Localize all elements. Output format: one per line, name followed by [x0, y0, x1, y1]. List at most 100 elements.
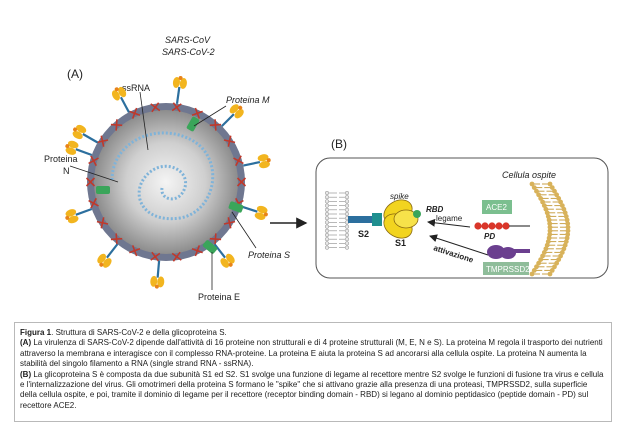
- spike-glycoprotein: [111, 86, 130, 113]
- protein-m-marker: [186, 116, 200, 132]
- ssrna-label: ssRNA: [122, 83, 150, 93]
- s2-stalk: [348, 216, 376, 223]
- caption-figure-label: Figura 1: [20, 328, 52, 337]
- envelope-protein-mark: [110, 233, 123, 245]
- envelope-protein-mark: [171, 251, 182, 262]
- legame-arrow: [427, 218, 471, 228]
- envelope-protein-mark: [191, 107, 203, 119]
- caption-title: Figura 1. Struttura di SARS-CoV-2 e dell…: [20, 328, 606, 338]
- lipid-pair: [534, 188, 557, 194]
- caption-b-label: (B): [20, 369, 32, 379]
- virus-particle: [65, 76, 271, 289]
- lipid-pair: [547, 221, 571, 226]
- envelope-protein-mark: [110, 119, 123, 131]
- lipid-pair: [546, 235, 570, 241]
- proteina-m-label: Proteina M: [226, 95, 270, 105]
- lipid-pair: [538, 257, 562, 262]
- envelope-protein-mark: [96, 135, 109, 147]
- viral-lipid: [324, 199, 350, 204]
- viral-lipid: [324, 190, 350, 196]
- spike-glycoprotein: [240, 205, 268, 220]
- viral-lipid: [324, 245, 350, 250]
- ssrna-leader: [139, 91, 149, 151]
- spike-glycoprotein: [221, 104, 244, 127]
- viral-lipid: [324, 228, 350, 233]
- envelope-protein-mark: [150, 251, 161, 262]
- viral-lipid: [324, 237, 350, 242]
- proteina-n-label-1: Proteina: [44, 154, 78, 164]
- lipid-pair: [543, 246, 567, 252]
- envelope-proteins: [85, 102, 247, 262]
- envelope-protein-mark: [129, 107, 141, 119]
- attivazione-arrow: [429, 234, 489, 256]
- viral-membrane: [324, 190, 350, 250]
- cellula-ospite-label: Cellula ospite: [502, 170, 556, 180]
- spike-glycoprotein: [213, 243, 235, 268]
- envelope-protein-mark: [129, 245, 141, 257]
- viral-lipid: [324, 203, 350, 208]
- viral-lipid: [324, 207, 350, 212]
- protein-n-marker: [96, 186, 110, 194]
- virus-core: [94, 110, 238, 254]
- lipid-pair: [547, 232, 571, 237]
- ssrna-strand: [110, 131, 215, 221]
- lipid-pair: [547, 224, 571, 230]
- lipid-pair: [546, 217, 570, 223]
- viral-lipid: [324, 224, 350, 229]
- spike-glycoprotein: [65, 207, 93, 224]
- lipid-pair: [545, 214, 569, 219]
- envelope-protein-mark: [96, 217, 109, 229]
- spike-glycoprotein: [97, 243, 119, 268]
- spike-glycoprotein: [150, 260, 165, 289]
- spike-label: spike: [390, 192, 409, 201]
- lipid-pair: [534, 264, 557, 270]
- envelope-protein-mark: [209, 233, 222, 245]
- envelope-protein-mark: [223, 217, 236, 229]
- envelope-protein-mark: [233, 155, 244, 167]
- tmprss-protease: [487, 245, 530, 259]
- caption-a-label: (A): [20, 338, 32, 348]
- rbd-marker: [413, 210, 421, 218]
- tmprss-box: [483, 262, 529, 275]
- lipid-pair: [536, 260, 560, 266]
- caption-title-text: . Struttura di SARS-CoV-2 e della glicop…: [51, 328, 227, 337]
- virus-name-2: SARS-CoV-2: [162, 47, 215, 57]
- proteina-s-label: Proteina S: [248, 250, 290, 260]
- panel-b-label: (B): [331, 137, 347, 151]
- lipid-pair: [531, 268, 555, 273]
- lipid-pair: [531, 185, 555, 190]
- spike-glycoprotein: [72, 124, 99, 144]
- viral-lipid: [324, 216, 350, 221]
- figure-illustration: SARS-CoV SARS-CoV-2 (A) ssRNA Proteina M…: [44, 35, 609, 302]
- s2-head: [372, 213, 382, 226]
- proteina-n-label-2: N: [63, 166, 70, 176]
- host-cell-membrane: [529, 181, 571, 277]
- lipid-pair: [541, 203, 565, 208]
- proteina-e-label: Proteina E: [198, 292, 240, 302]
- protein-m-leader: [193, 105, 227, 127]
- envelope-protein-mark: [236, 177, 247, 187]
- rbd-label: RBD: [426, 205, 444, 214]
- envelope-protein-mark: [191, 245, 203, 257]
- viral-lipid: [324, 211, 350, 217]
- s2-label: S2: [358, 229, 369, 239]
- pd-domain: [474, 222, 530, 230]
- caption-a: (A) La virulenza di SARS-CoV-2 dipende d…: [20, 338, 606, 369]
- lipid-pair: [544, 210, 568, 216]
- envelope-protein-mark: [171, 102, 182, 113]
- envelope-protein-mark: [88, 197, 99, 209]
- lipid-pair: [538, 196, 562, 201]
- envelope-protein-mark: [223, 135, 236, 147]
- spike-glycoprotein: [243, 154, 271, 169]
- viral-lipid: [324, 220, 350, 225]
- protein-s-leader: [231, 211, 257, 249]
- legame-label: legame: [436, 214, 463, 223]
- lipid-pair: [544, 242, 568, 248]
- envelope-protein-mark: [150, 102, 161, 113]
- virus-name-1: SARS-CoV: [165, 35, 211, 45]
- caption-a-text: La virulenza di SARS-CoV-2 dipende dall'…: [20, 338, 603, 369]
- figure-caption: Figura 1. Struttura di SARS-CoV-2 e dell…: [14, 322, 612, 422]
- spike-s1: [383, 199, 421, 239]
- spike-glycoprotein: [172, 76, 187, 104]
- envelope-protein-mark: [85, 177, 96, 187]
